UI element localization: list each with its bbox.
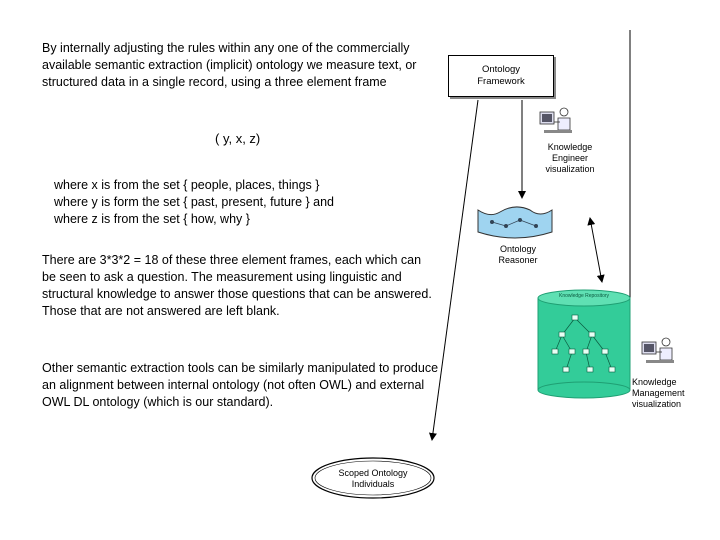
scoped-ontology-line1: Scoped Ontology bbox=[338, 468, 408, 478]
knowledge-engineer-icon bbox=[539, 107, 572, 133]
scoped-ontology-label: Scoped Ontology Individuals bbox=[312, 468, 434, 490]
knowledge-repository-label: Knowledge Repository bbox=[558, 293, 610, 299]
ontology-framework-box: Ontology Framework bbox=[448, 55, 554, 97]
scoped-ontology-line2: Individuals bbox=[351, 479, 395, 489]
three-element-frame: ( y, x, z) bbox=[215, 131, 261, 146]
knowledge-engineer-line3: visualization bbox=[545, 164, 595, 174]
knowledge-management-line2: Management bbox=[632, 388, 685, 398]
knowledge-engineer-label: Knowledge Engineer visualization bbox=[530, 142, 610, 175]
alignment-paragraph: Other semantic extraction tools can be s… bbox=[42, 361, 439, 409]
ontology-reasoner-line1: Ontology bbox=[499, 244, 537, 254]
knowledge-management-line3: visualization bbox=[632, 399, 682, 409]
where-line-z: where z is from the set { how, why } bbox=[54, 212, 250, 226]
framework-to-scoped-arrow bbox=[428, 99, 479, 441]
ontology-reasoner-label: Ontology Reasoner bbox=[488, 244, 548, 266]
scoped-ontology-ellipse bbox=[311, 457, 435, 499]
ontology-framework-line2: Framework bbox=[477, 76, 525, 87]
where-line-y: where y is form the set { past, present,… bbox=[54, 195, 335, 209]
ontology-reasoner-line2: Reasoner bbox=[498, 255, 538, 265]
measurement-paragraph: There are 3*3*2 = 18 of these three elem… bbox=[42, 253, 432, 318]
knowledge-management-icon bbox=[641, 337, 674, 363]
intro-paragraph: By internally adjusting the rules within… bbox=[42, 41, 417, 89]
knowledge-management-label: Knowledge Management visualization bbox=[632, 377, 704, 410]
knowledge-repository-cylinder bbox=[537, 289, 631, 399]
reasoner-repository-arrow bbox=[587, 217, 605, 283]
ontology-framework-line1: Ontology bbox=[481, 64, 521, 75]
ontology-reasoner-icon bbox=[477, 206, 553, 239]
knowledge-engineer-line2: Engineer bbox=[551, 153, 589, 163]
where-line-x: where x is from the set { people, places… bbox=[54, 178, 320, 192]
knowledge-management-line1: Knowledge bbox=[632, 377, 677, 387]
knowledge-engineer-line1: Knowledge bbox=[547, 142, 593, 152]
